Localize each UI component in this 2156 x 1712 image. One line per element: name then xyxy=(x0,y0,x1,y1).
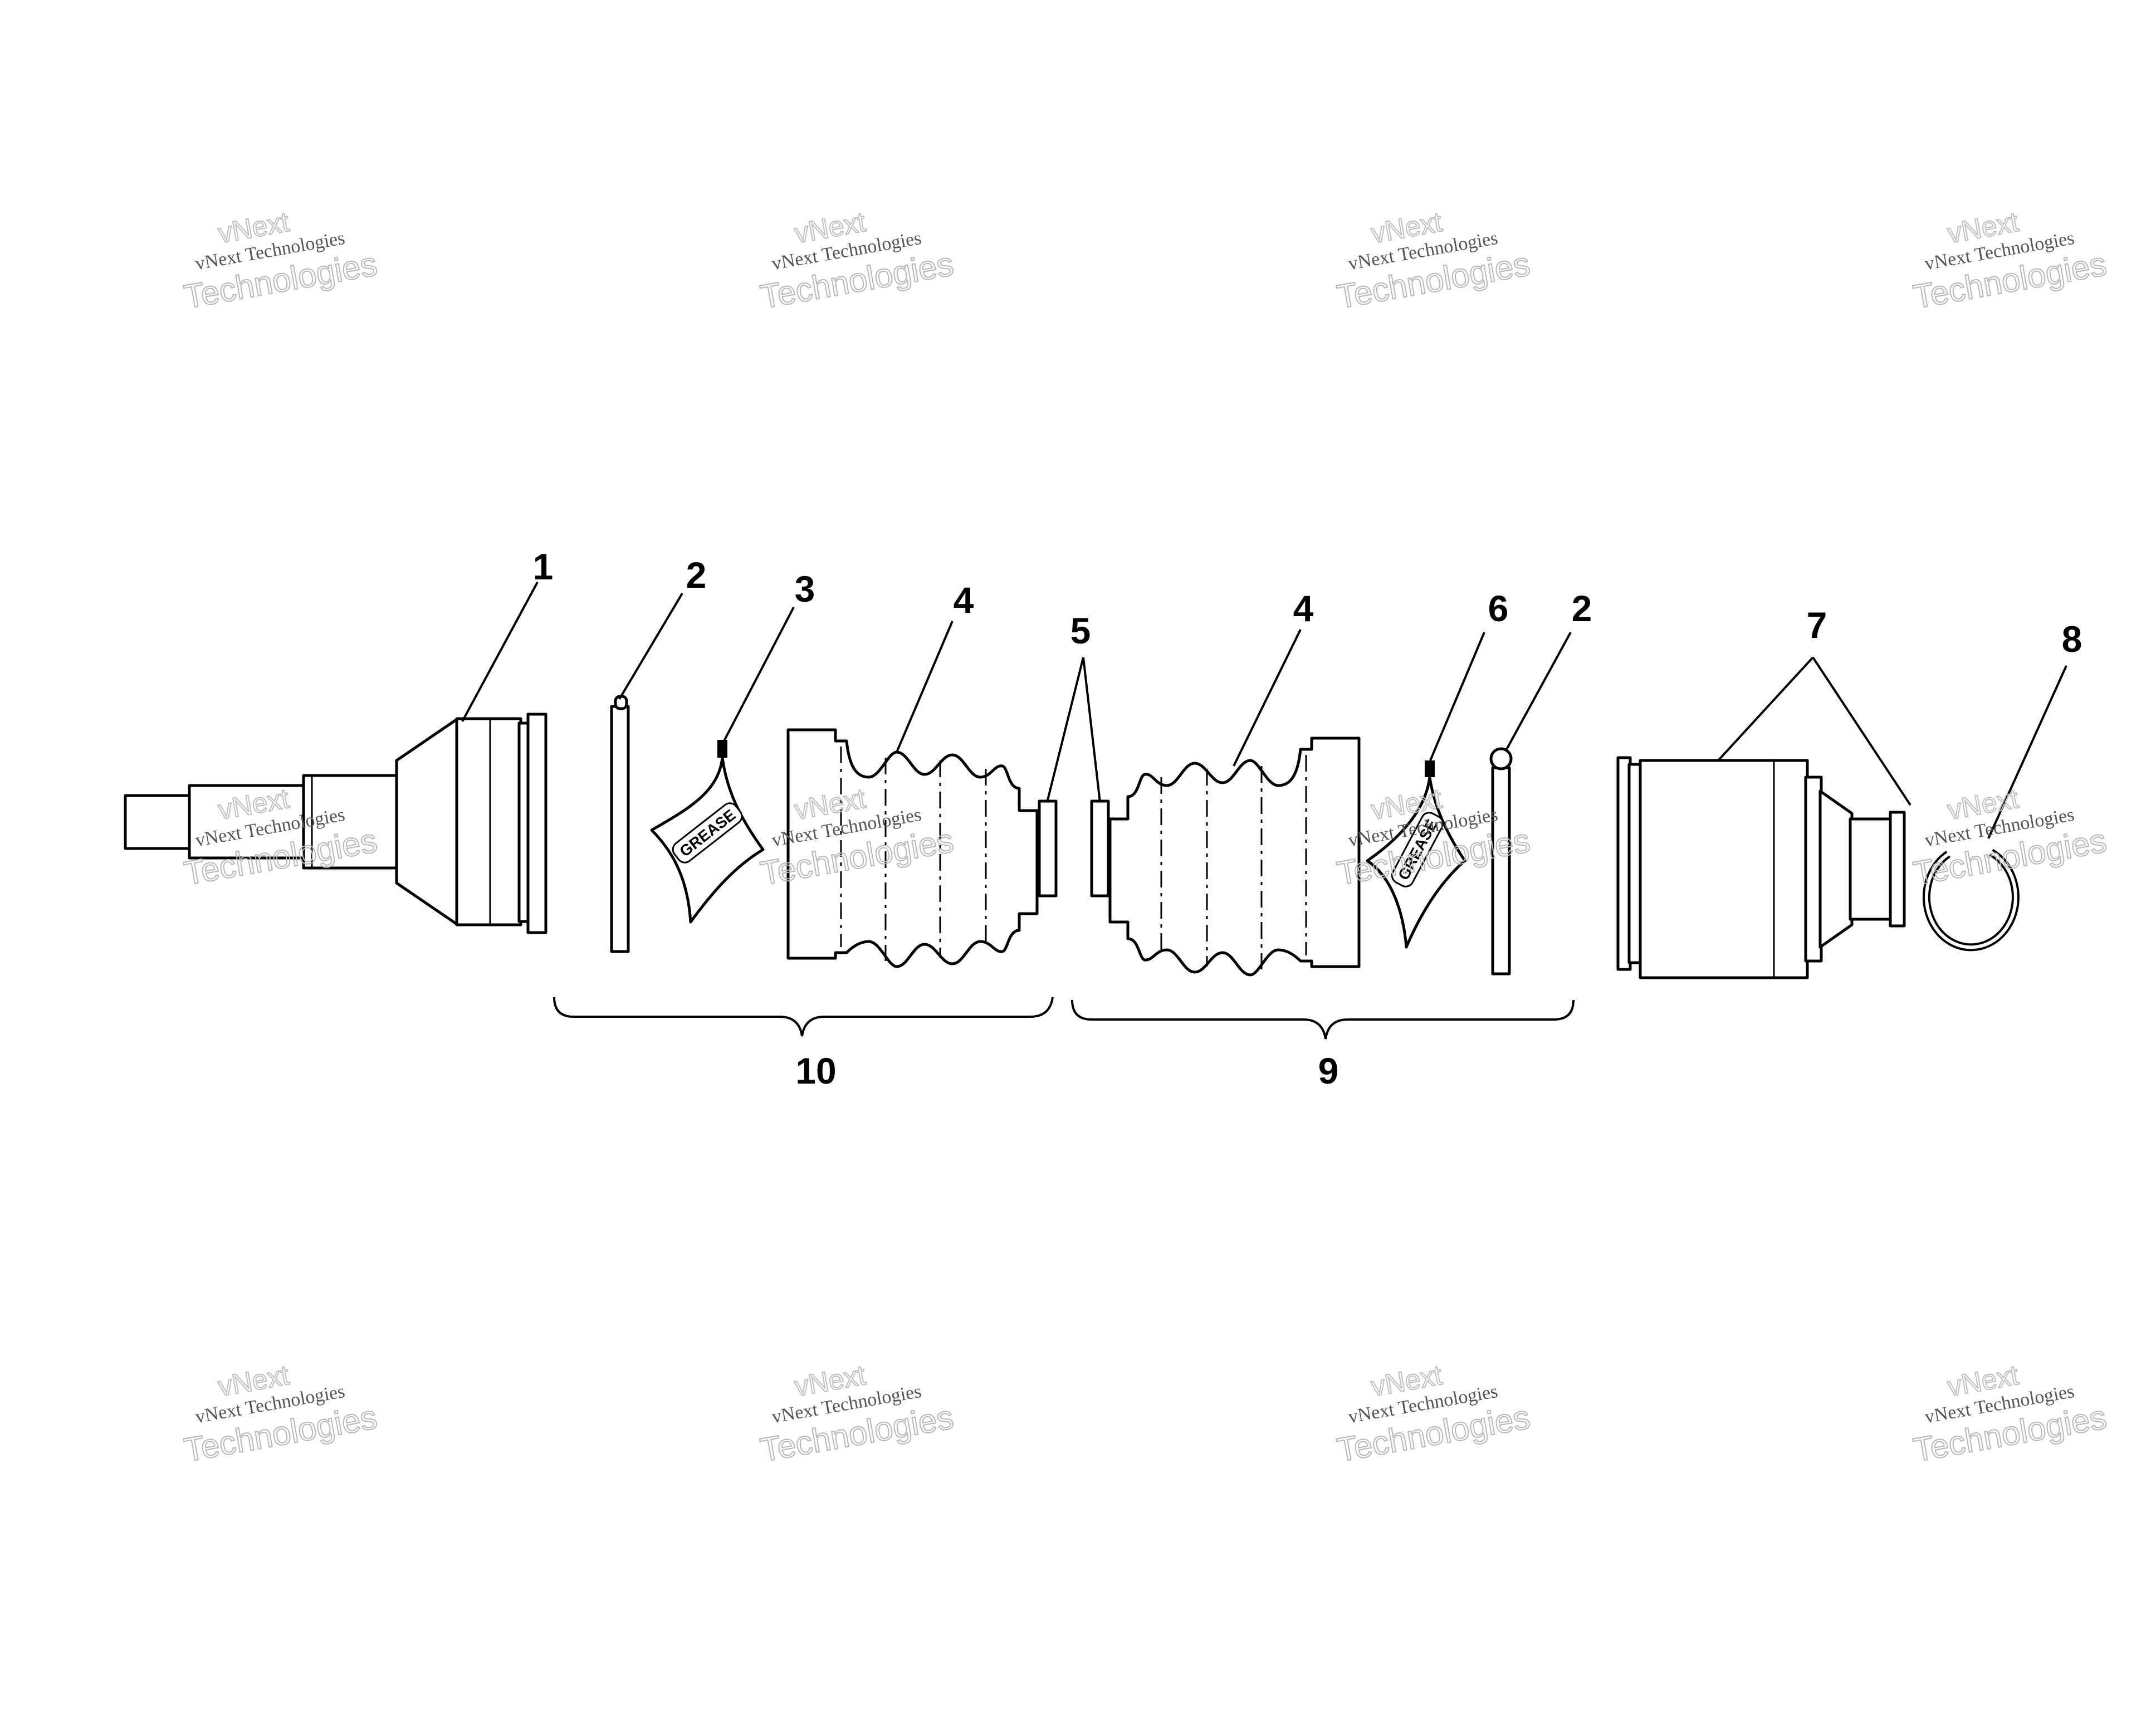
watermark: vNext vNext Technologies Technologies xyxy=(180,1359,380,1470)
watermark: vNext vNext Technologies Technologies xyxy=(1910,782,2110,893)
part-2-clamp-right xyxy=(1489,747,1513,976)
watermark: vNext vNext Technologies Technologies xyxy=(1333,206,1533,316)
leader-lines xyxy=(461,582,2067,839)
watermark: vNext vNext Technologies Technologies xyxy=(1910,1359,2110,1470)
part-2-clamp-left xyxy=(610,695,630,953)
part-8-circlip xyxy=(1922,848,2020,952)
part-6-grease-packet: GREASE xyxy=(1366,760,1466,949)
brace-10 xyxy=(553,997,1054,1037)
callout-2-right: 2 xyxy=(1572,588,1592,629)
callout-10: 10 xyxy=(795,1050,836,1091)
watermark: vNext vNext Technologies Technologies xyxy=(180,782,380,893)
callout-3: 3 xyxy=(795,568,815,609)
callout-8: 8 xyxy=(2062,618,2082,660)
callout-7: 7 xyxy=(1807,604,1827,646)
callouts: 1 2 3 4 5 4 6 2 7 8 10 9 xyxy=(533,546,2082,1091)
callout-1: 1 xyxy=(533,546,554,587)
watermark: vNext vNext Technologies Technologies xyxy=(1910,206,2110,316)
callout-6: 6 xyxy=(1488,588,1509,629)
watermark: vNext vNext Technologies Technologies xyxy=(757,206,957,316)
callout-9: 9 xyxy=(1318,1050,1339,1091)
callout-2-left: 2 xyxy=(686,554,707,596)
part-5-small-clamps xyxy=(1038,799,1110,898)
brace-9 xyxy=(1071,999,1575,1040)
part-1-outer-cv-joint xyxy=(124,713,547,934)
part-4-boot-right xyxy=(1108,736,1361,977)
watermark: vNext vNext Technologies Technologies xyxy=(1333,1359,1533,1470)
callout-4-right: 4 xyxy=(1293,588,1314,629)
watermark: vNext vNext Technologies Technologies xyxy=(180,206,380,316)
callout-5: 5 xyxy=(1070,610,1091,651)
part-3-grease-packet: GREASE xyxy=(650,740,765,924)
watermark: vNext vNext Technologies Technologies xyxy=(757,1359,957,1470)
callout-4-left: 4 xyxy=(954,579,974,621)
part-7-inner-cv-housing xyxy=(1616,756,1906,979)
